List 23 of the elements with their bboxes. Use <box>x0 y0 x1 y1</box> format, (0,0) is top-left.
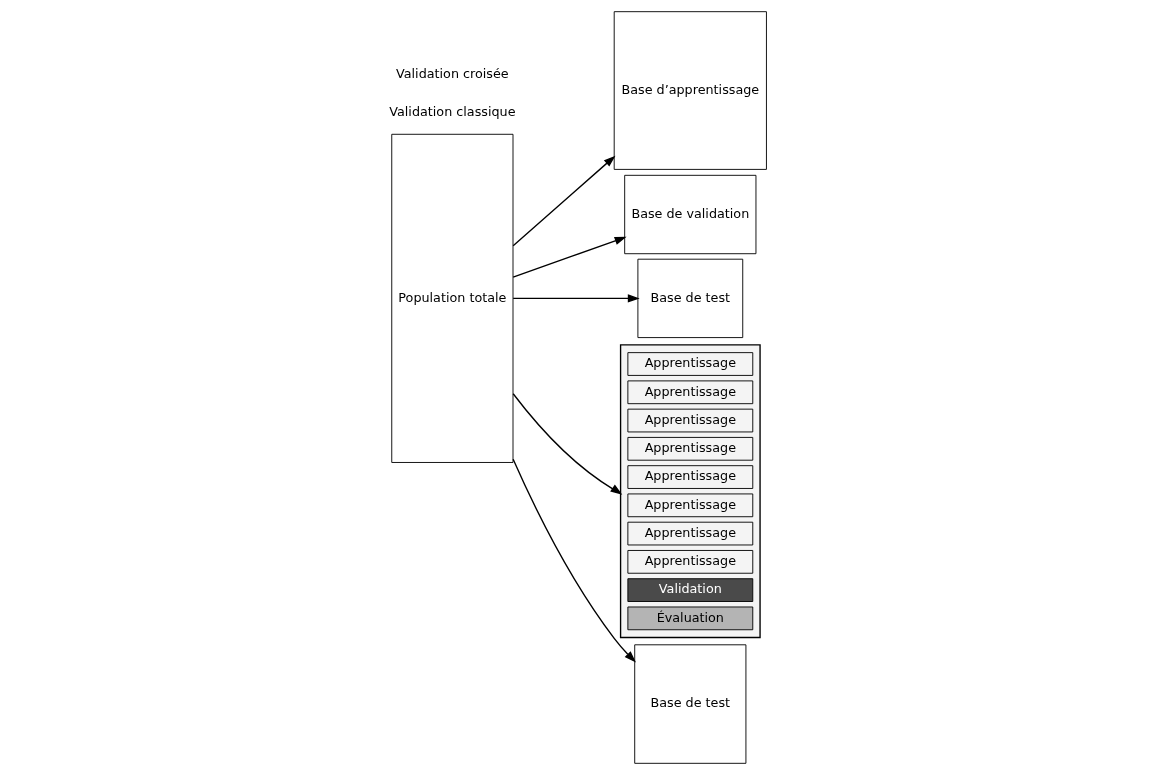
node-box: Apprentissage <box>626 493 753 518</box>
node-box: Base de validation <box>623 174 756 255</box>
arrow <box>512 155 615 247</box>
arrow <box>512 294 640 303</box>
node-box: Validation <box>626 578 753 602</box>
arrow <box>511 458 636 663</box>
label: Validation croisée <box>395 65 509 81</box>
node-box: Apprentissage <box>626 380 753 405</box>
label: Validation classique <box>388 103 515 119</box>
node-box: Apprentissage <box>626 436 753 461</box>
node-box: Base d’apprentissage <box>613 11 767 170</box>
cluster <box>619 344 761 639</box>
node-box: Apprentissage <box>626 352 753 376</box>
node-box: Évaluation <box>626 606 753 631</box>
node-box: Base de test <box>633 644 746 764</box>
arrow <box>512 393 622 495</box>
node-box: Apprentissage <box>626 465 753 489</box>
node-box: Apprentissage <box>626 408 753 433</box>
node-box: Apprentissage <box>626 521 753 546</box>
node-box: Base de test <box>636 258 743 339</box>
node-box: Population totale <box>390 133 513 463</box>
node-box: Apprentissage <box>626 550 753 574</box>
arrow <box>512 236 627 278</box>
